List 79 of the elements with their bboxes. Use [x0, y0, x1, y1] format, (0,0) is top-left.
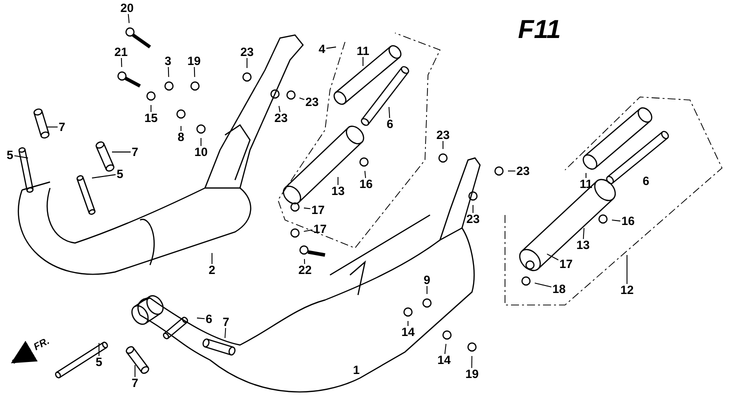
- callout-number: 23: [273, 112, 289, 124]
- leader-line: [46, 126, 58, 128]
- callout-number: 23: [515, 165, 531, 177]
- leader-line: [278, 106, 280, 112]
- callout-number: 9: [422, 274, 432, 286]
- callout-number: 14: [400, 326, 416, 338]
- callout-number: 4: [318, 43, 326, 55]
- leader-line: [362, 56, 364, 66]
- leader-line: [246, 58, 248, 68]
- leader-line: [388, 106, 390, 118]
- callout-number: 17: [558, 258, 574, 270]
- leader-line: [128, 14, 130, 24]
- leader-line: [14, 155, 28, 158]
- callout-number: 23: [435, 129, 451, 141]
- leader-line: [224, 328, 226, 338]
- leader-line: [326, 46, 336, 49]
- callout-number: 1: [353, 364, 360, 376]
- leader-line: [304, 208, 311, 210]
- callout-number: 6: [204, 313, 214, 325]
- callout-number: 16: [620, 215, 636, 227]
- leader-line: [582, 228, 584, 240]
- leader-line: [200, 138, 202, 146]
- leader-line: [471, 356, 472, 368]
- leader-line: [508, 170, 516, 172]
- callout-number: 14: [436, 354, 452, 366]
- callout-number: 11: [578, 178, 594, 190]
- leader-line: [168, 66, 170, 78]
- leader-line: [534, 282, 552, 288]
- leader-line: [426, 286, 428, 294]
- leader-line: [98, 342, 100, 356]
- callout-number: 7: [130, 146, 140, 158]
- callout-number: 17: [312, 223, 328, 235]
- callout-number: 6: [642, 175, 650, 187]
- callout-number: 23: [239, 46, 255, 58]
- callout-number: 8: [176, 131, 186, 143]
- leader-line: [626, 254, 628, 284]
- callout-number: 23: [465, 213, 481, 225]
- callout-number: 23: [304, 96, 320, 108]
- callout-number: 16: [358, 178, 374, 190]
- leader-line: [150, 104, 152, 112]
- callout-number: 17: [310, 204, 326, 216]
- callout-number: 5: [94, 356, 104, 368]
- callout-number: 5: [6, 149, 14, 161]
- title: F11: [518, 14, 561, 45]
- callout-number: 7: [58, 121, 66, 133]
- callout-number: 13: [330, 185, 346, 197]
- callout-number: 7: [130, 377, 140, 389]
- leader-line: [194, 66, 196, 78]
- callout-number: 22: [297, 264, 313, 276]
- callout-number: 21: [113, 46, 129, 58]
- leader-line: [546, 254, 559, 260]
- callout-number: 15: [143, 112, 159, 124]
- leader-line: [180, 126, 182, 132]
- leader-line: [303, 229, 313, 232]
- leader-line: [442, 140, 444, 150]
- callout-number: 20: [119, 2, 135, 14]
- leader-line: [612, 220, 621, 222]
- callout-number: 18: [551, 283, 567, 295]
- leader-line: [472, 204, 474, 214]
- callout-number: 10: [193, 146, 209, 158]
- callout-number: 11: [356, 45, 370, 57]
- leader-line: [120, 58, 122, 68]
- leader-line: [444, 344, 446, 354]
- callout-number: 19: [464, 368, 480, 380]
- leader-line: [196, 318, 206, 320]
- callout-number: 2: [208, 264, 216, 276]
- callout-number: 5: [116, 168, 124, 180]
- leader-line: [299, 98, 305, 100]
- callout-number: 6: [386, 118, 394, 130]
- callout-number: 7: [222, 316, 230, 328]
- leader-line: [134, 364, 136, 378]
- leader-line: [364, 170, 366, 178]
- callout-number: 13: [575, 239, 591, 251]
- callout-number: 19: [186, 55, 202, 67]
- callout-number: 3: [164, 55, 172, 67]
- direction-label: FR.: [32, 336, 52, 354]
- callout-number: 12: [619, 284, 635, 296]
- leader-line: [304, 258, 306, 264]
- leader-line: [92, 174, 116, 178]
